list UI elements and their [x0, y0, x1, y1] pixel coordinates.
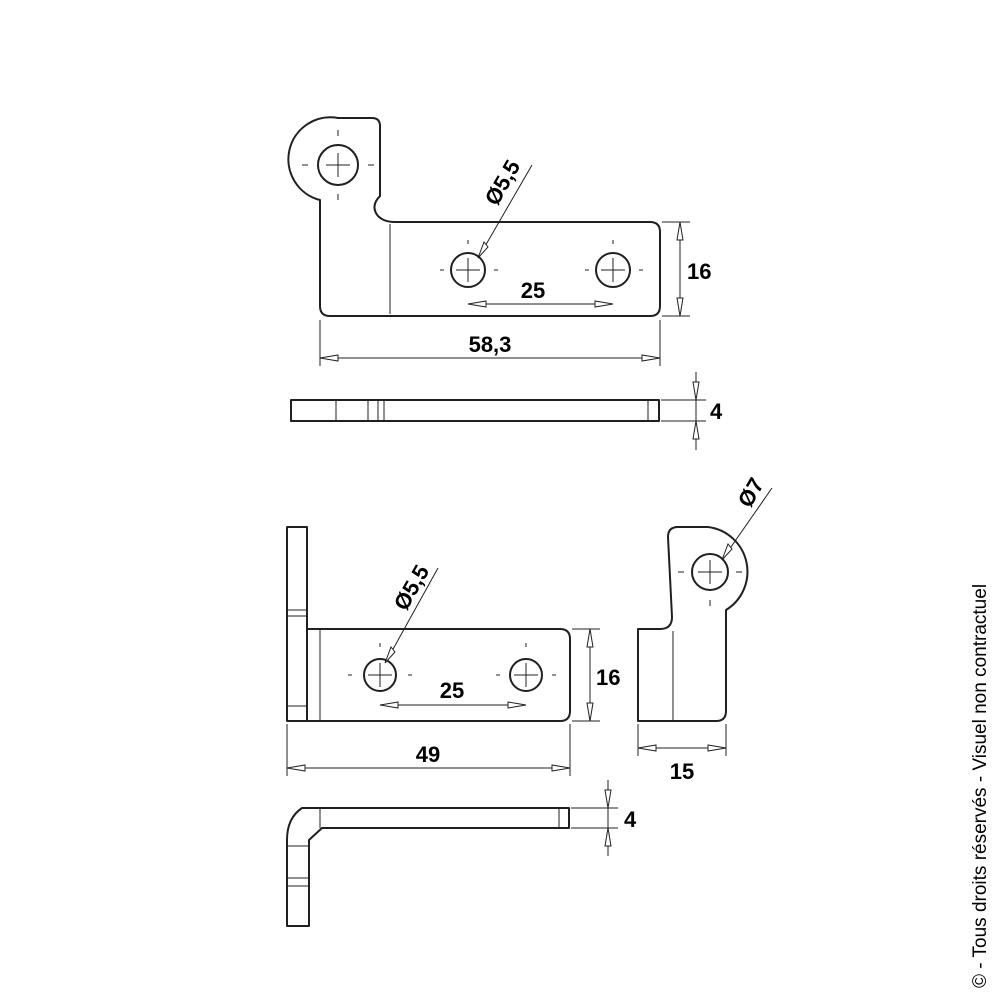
bottom-diameter-leader	[386, 567, 439, 661]
top-view: Ø5,5 25 16 58,3	[287, 116, 711, 366]
bottom-side-view: Ø7 15	[637, 474, 773, 784]
top-edge-view: 4	[290, 372, 723, 450]
top-plate-outline	[287, 116, 661, 317]
bottom-front-plate-outline	[307, 628, 571, 722]
copyright-text: © - Tous droits réservés - Visuel non co…	[970, 584, 991, 988]
top-spacing-label: 25	[521, 278, 545, 303]
bottom-edge-outline	[286, 807, 570, 927]
bottom-spacing-label: 25	[440, 678, 464, 703]
bottom-front-flange	[286, 526, 308, 722]
top-edge-strip	[290, 399, 660, 422]
top-edge-thickness-label: 4	[710, 399, 723, 424]
top-height-label: 16	[687, 259, 711, 284]
top-diameter-label: Ø5,5	[480, 156, 526, 210]
bottom-side-diameter-leader	[723, 487, 773, 558]
bottom-side-outline	[637, 526, 749, 722]
bottom-front-view: Ø5,5 25 16 49	[286, 526, 620, 776]
top-width-label: 58,3	[469, 332, 512, 357]
bottom-edge-thickness-label: 4	[624, 807, 637, 832]
bottom-side-width-label: 15	[670, 759, 694, 784]
bottom-width-label: 49	[416, 742, 440, 767]
bottom-side-diameter-label: Ø7	[733, 474, 769, 512]
bottom-edge-view: 4	[286, 780, 637, 927]
bottom-height-label: 16	[596, 665, 620, 690]
top-diameter-leader	[479, 164, 533, 256]
